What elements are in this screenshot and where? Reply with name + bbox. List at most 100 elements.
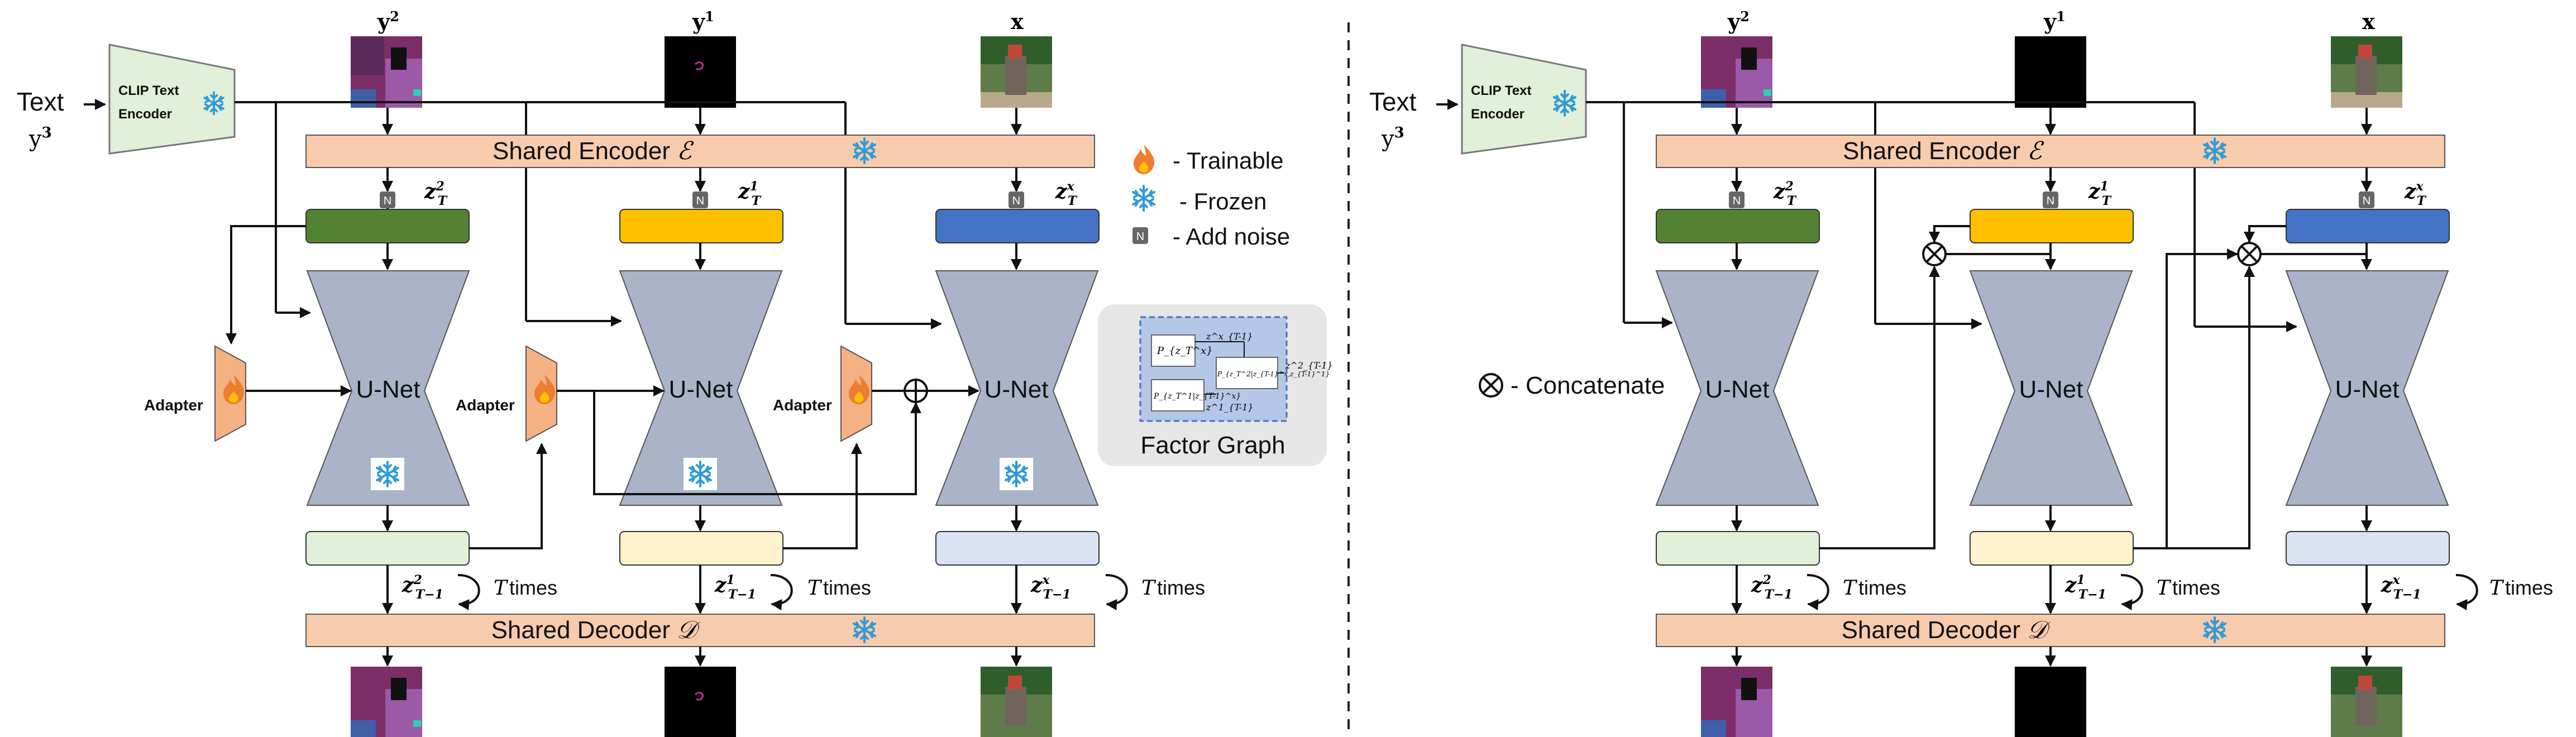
right-shared-decoder-bar bbox=[1656, 614, 2445, 647]
shared-decoder-label: Shared Decoder bbox=[491, 616, 670, 644]
legend-noise-icon bbox=[1132, 227, 1148, 244]
latent-zT1-y1 bbox=[619, 531, 783, 566]
svg-text:z^x_{T-1}: z^x_{T-1} bbox=[1206, 331, 1253, 342]
svg-text:times: times bbox=[2172, 576, 2220, 599]
concat-legend-label: - Concatenate bbox=[1511, 372, 1665, 399]
svg-text:times: times bbox=[1858, 576, 1906, 599]
loop-arrow-icon bbox=[2455, 574, 2478, 611]
left-panel: Text y3 CLIP Text Encoder y2 y1 x bbox=[17, 8, 1333, 737]
output-edge-thumbnail bbox=[665, 667, 736, 737]
svg-text:Shared Encoder: Shared Encoder bbox=[1843, 137, 2020, 165]
concat-node-1-icon bbox=[1922, 242, 1947, 266]
unet-y1-label: U-Net bbox=[669, 376, 733, 403]
svg-text:T: T bbox=[2157, 577, 2172, 600]
loop-arrow-icon bbox=[1806, 574, 1829, 611]
right-input-segmentation-thumbnail bbox=[1701, 36, 1772, 108]
shared-encoder-label: Shared Encoder bbox=[493, 137, 670, 165]
svg-text:times: times bbox=[1157, 576, 1205, 599]
svg-text:z1T−1: z1T−1 bbox=[714, 573, 756, 602]
loop-arrow-icon bbox=[457, 574, 480, 611]
unet-y2 bbox=[306, 270, 470, 506]
input-image-thumbnail bbox=[981, 36, 1052, 108]
shared-encoder-symbol: ℰ bbox=[677, 137, 694, 165]
svg-text:z2T: z2T bbox=[1773, 179, 1797, 208]
svg-text:zxT−1: zxT−1 bbox=[2381, 573, 2421, 602]
svg-text:N: N bbox=[1012, 195, 1020, 207]
legend-flame-icon bbox=[1134, 145, 1155, 174]
latent-zT-x bbox=[935, 209, 1100, 243]
svg-text:Encoder: Encoder bbox=[1471, 107, 1524, 122]
right-latent-zT-x bbox=[2286, 209, 2450, 243]
right-latent-zT1-x bbox=[2286, 531, 2450, 566]
input-y2-label: y2 bbox=[377, 8, 399, 34]
right-shared-encoder-bar bbox=[1656, 135, 2445, 168]
clip-text-encoder bbox=[108, 44, 236, 155]
adapter-1-label: Adapter bbox=[144, 396, 203, 414]
svg-text:P_{z_T^2|z_{T-1}^x,z_{T-1}^1}: P_{z_T^2|z_{T-1}^x,z_{T-1}^1} bbox=[1217, 370, 1330, 378]
svg-text:y1: y1 bbox=[2043, 8, 2066, 34]
svg-text:N: N bbox=[1733, 195, 1741, 207]
unet-x bbox=[935, 270, 1099, 506]
unet-y1 bbox=[619, 270, 783, 506]
right-unet-y2 bbox=[1655, 270, 1819, 506]
right-latent-zT1-y2 bbox=[1656, 531, 1820, 566]
svg-text:y2: y2 bbox=[1727, 8, 1750, 34]
svg-text:times: times bbox=[823, 576, 871, 599]
right-input-edge-thumbnail bbox=[2015, 36, 2086, 108]
right-latent-zT1-y1 bbox=[1970, 531, 2134, 566]
concat-node-2-icon bbox=[2237, 242, 2262, 266]
svg-text:T: T bbox=[494, 577, 509, 600]
svg-text:N: N bbox=[696, 195, 704, 207]
shared-decoder-bar bbox=[305, 614, 1095, 647]
svg-text:z2T−1: z2T−1 bbox=[1751, 573, 1793, 602]
right-input-image-thumbnail bbox=[2331, 36, 2402, 108]
clip-label-line2: Encoder bbox=[118, 107, 172, 122]
input-y1-label: y1 bbox=[692, 8, 714, 34]
svg-text:times: times bbox=[509, 576, 557, 599]
input-edge-thumbnail bbox=[665, 36, 736, 108]
text-input-label: Text bbox=[17, 87, 64, 116]
svg-text:U-Net: U-Net bbox=[1705, 376, 1770, 403]
svg-text:N: N bbox=[2047, 195, 2054, 207]
loop-arrow-icon bbox=[1105, 574, 1128, 611]
input-segmentation-thumbnail bbox=[351, 36, 422, 108]
right-output-segmentation-thumbnail bbox=[1701, 667, 1772, 737]
right-unet-y1 bbox=[1969, 270, 2133, 506]
svg-text:P_{z_T^1|z_{T-1}^x}: P_{z_T^1|z_{T-1}^x} bbox=[1153, 392, 1241, 401]
right-text-input-label: Text bbox=[1369, 87, 1417, 116]
svg-text:z1T: z1T bbox=[738, 179, 762, 208]
svg-text:zxT−1: zxT−1 bbox=[1030, 573, 1071, 602]
svg-text:z^1_{T-1}: z^1_{T-1} bbox=[1206, 402, 1254, 413]
right-latent-zT-y1 bbox=[1970, 209, 2134, 243]
latent-zT1-y2 bbox=[305, 531, 470, 566]
svg-text:T: T bbox=[1843, 577, 1858, 600]
right-panel: Text y3 CLIP Text Encoder y2 y1 x bbox=[1369, 8, 2553, 737]
text-input-var: y3 bbox=[28, 125, 52, 152]
right-output-edge-thumbnail bbox=[2015, 667, 2086, 737]
adapter-2-label: Adapter bbox=[456, 396, 515, 414]
svg-text:zxT: zxT bbox=[2404, 179, 2427, 208]
svg-text:ℰ: ℰ bbox=[2027, 137, 2044, 165]
adapter-3-label: Adapter bbox=[773, 396, 832, 414]
svg-text:N: N bbox=[1136, 231, 1144, 243]
output-image-thumbnail bbox=[981, 667, 1052, 737]
svg-text:U-Net: U-Net bbox=[2335, 376, 2400, 403]
svg-text:N: N bbox=[384, 195, 391, 207]
svg-text:T: T bbox=[2489, 577, 2505, 600]
factor-graph-panel: P_{z_T^x} P_{z_T^1|z_{T-1}^x} P_{z_T^2|z… bbox=[1098, 304, 1333, 466]
svg-text:x: x bbox=[2362, 9, 2375, 34]
svg-text:z^2_{T-1}: z^2_{T-1} bbox=[1285, 360, 1333, 371]
svg-text:CLIP Text: CLIP Text bbox=[1471, 83, 1531, 98]
output-segmentation-thumbnail bbox=[351, 667, 422, 737]
unet-y2-label: U-Net bbox=[356, 376, 420, 403]
svg-text:z1T−1: z1T−1 bbox=[2064, 573, 2106, 602]
svg-text:z1T: z1T bbox=[2088, 179, 2112, 208]
right-latent-zT-y2 bbox=[1656, 209, 1820, 243]
svg-text:z2T: z2T bbox=[424, 179, 448, 208]
svg-text:y3: y3 bbox=[1381, 125, 1404, 152]
concat-legend: - Concatenate bbox=[1479, 372, 1665, 399]
